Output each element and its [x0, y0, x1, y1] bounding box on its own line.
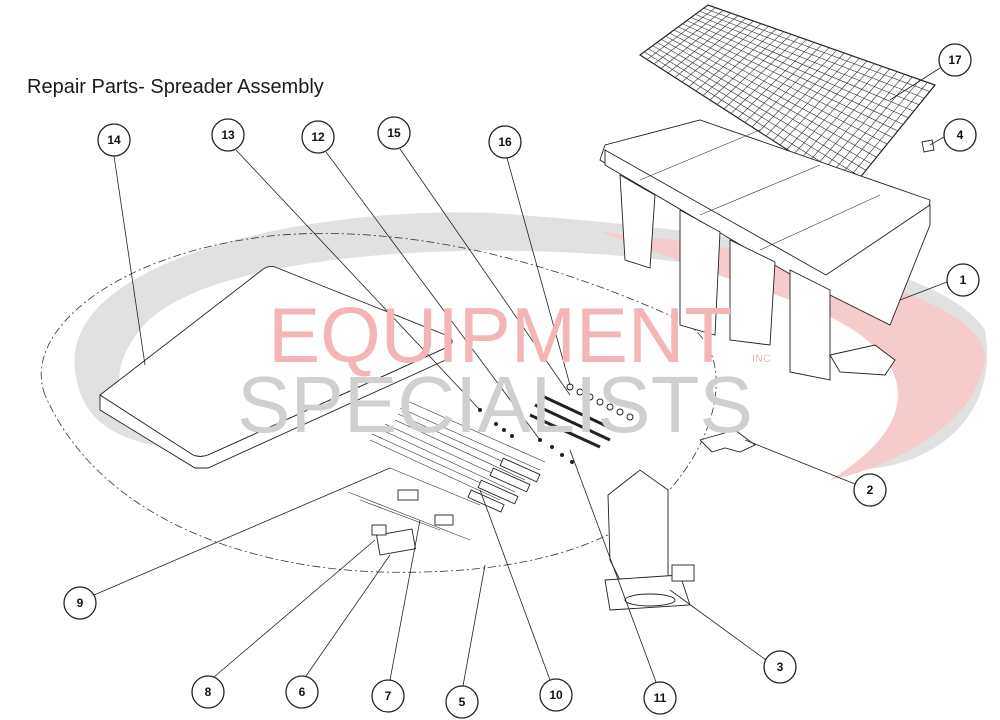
svg-text:16: 16: [498, 135, 512, 149]
svg-text:3: 3: [777, 660, 784, 674]
part-1-hopper: [599, 119, 931, 381]
part-4-clip: [921, 139, 935, 153]
callout-16: 16: [488, 125, 522, 159]
callout-12: 12: [301, 120, 335, 154]
grate-bar: [695, 14, 920, 105]
part-3-spinner: [604, 469, 695, 611]
callout-10: 10: [539, 678, 573, 712]
grate-bar: [652, 45, 867, 171]
callout-11: 11: [643, 681, 677, 715]
grate-bar: [648, 48, 861, 178]
grate-bar: [703, 7, 930, 92]
rod-set: [369, 399, 546, 513]
watermark-line1: EQUIPMENT: [268, 291, 732, 379]
svg-text:9: 9: [77, 596, 84, 610]
watermark-suffix: INC: [752, 353, 771, 365]
callout-14: 14: [97, 123, 131, 157]
grate-bar: [678, 26, 898, 132]
bars-15: [529, 393, 616, 449]
svg-text:7: 7: [385, 689, 392, 703]
watermark-line2: SPECIALISTS: [237, 360, 753, 449]
svg-text:11: 11: [654, 691, 667, 705]
callout-2: 2: [853, 473, 887, 507]
svg-text:8: 8: [205, 685, 212, 699]
grate-bar: [686, 20, 909, 119]
callout-9: 9: [63, 586, 97, 620]
callout-3: 3: [763, 650, 797, 684]
callout-8: 8: [191, 675, 225, 709]
leader-lines: [93, 67, 948, 687]
svg-text:4: 4: [957, 128, 964, 142]
grate-bar: [690, 17, 914, 112]
svg-text:2: 2: [867, 483, 874, 497]
grate-bar: [665, 35, 883, 151]
callout-1: 1: [946, 263, 980, 297]
svg-text:17: 17: [948, 53, 962, 67]
grate-bar: [661, 39, 877, 158]
svg-text:14: 14: [107, 133, 121, 147]
svg-text:10: 10: [549, 688, 563, 702]
svg-text:15: 15: [387, 126, 401, 140]
svg-text:6: 6: [299, 685, 306, 699]
grate-bar: [682, 23, 904, 125]
grate-bar: [656, 42, 872, 165]
callout-17: 17: [938, 43, 972, 77]
part-17-grate: [638, 4, 937, 191]
wiring-harness: [347, 467, 481, 556]
watermark-logo: EQUIPMENT INC SPECIALISTS: [237, 291, 771, 449]
callout-7: 7: [371, 679, 405, 713]
grate-bar: [673, 29, 893, 138]
part-2-bracket: [699, 429, 756, 453]
page-title: Repair Parts- Spreader Assembly: [27, 76, 324, 98]
callout-4: 4: [943, 118, 977, 152]
kit-boundary: [40, 233, 717, 573]
callout-6: 6: [285, 675, 319, 709]
svg-text:13: 13: [221, 128, 235, 142]
svg-text:5: 5: [459, 695, 466, 709]
nuts-16: [566, 383, 634, 421]
callout-13: 13: [211, 118, 245, 152]
grate-bar: [699, 10, 925, 99]
callout-15: 15: [377, 116, 411, 150]
svg-text:1: 1: [960, 273, 967, 287]
svg-text:12: 12: [311, 130, 325, 144]
part-14-cover-plate: [99, 265, 453, 469]
callout-5: 5: [445, 685, 479, 719]
grate-bar: [669, 32, 888, 145]
